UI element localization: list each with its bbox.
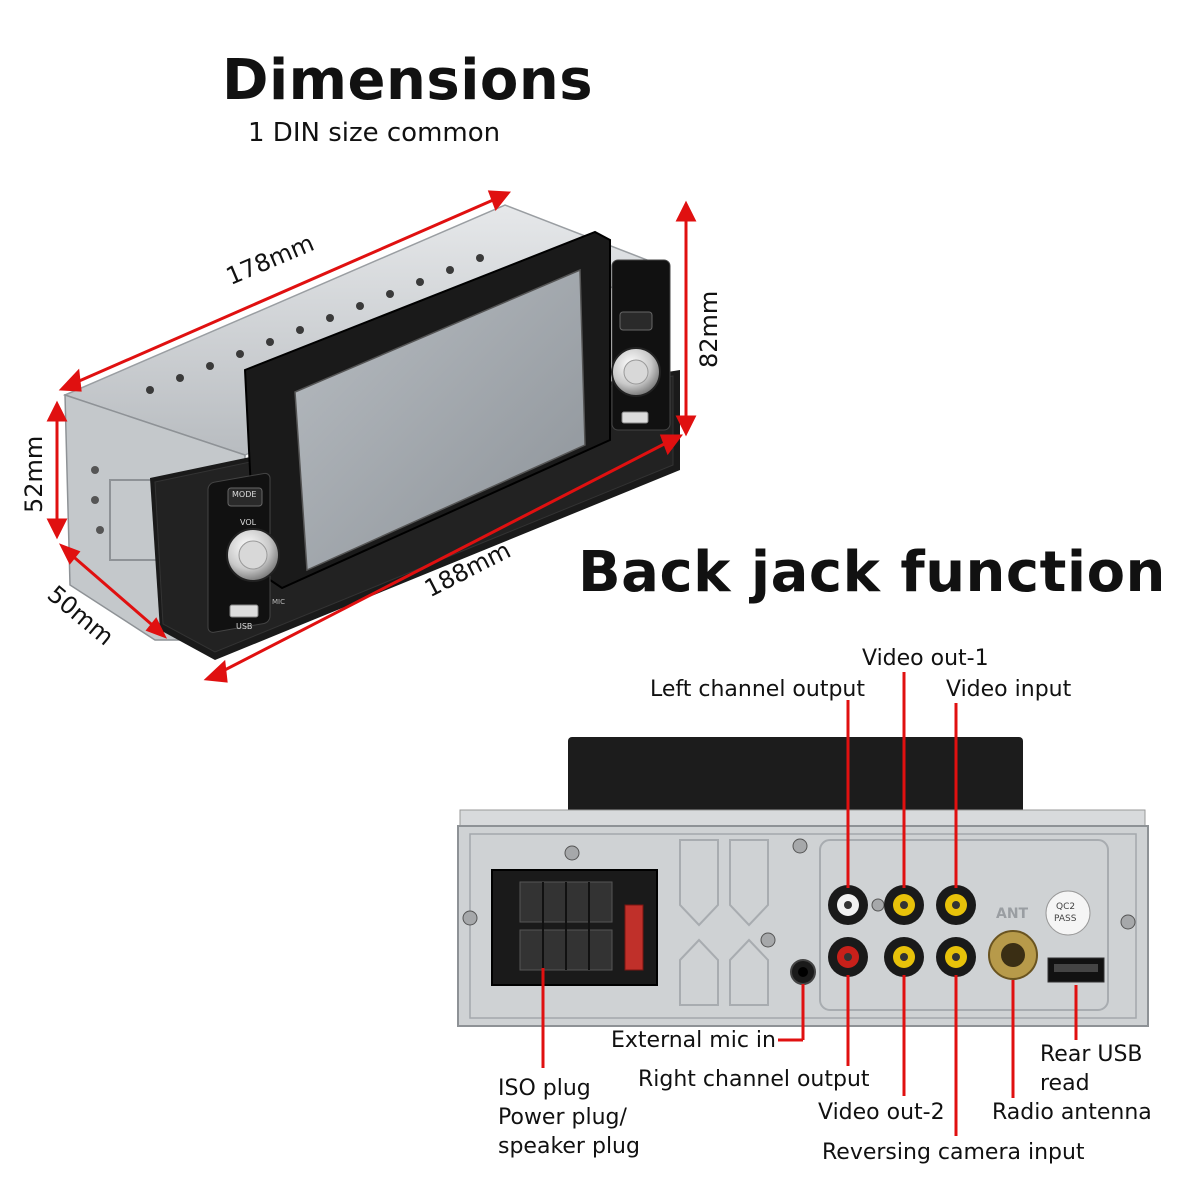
label-external-mic: External mic in [611,1028,776,1053]
fuse [624,904,644,971]
display-back [568,737,1023,822]
label-radio-antenna: Radio antenna [992,1100,1152,1125]
mode-label: MODE [232,490,257,499]
vol-label: VOL [240,518,257,527]
label-right-channel: Right channel output [638,1067,870,1092]
ant-label: ANT [996,906,1029,922]
rca-bottom-row [828,937,976,977]
usb-port-right [621,411,649,424]
label-iso-plug: ISO plug [498,1076,591,1101]
back-jack-title: Back jack function [578,540,1166,605]
qc-sticker [1045,890,1091,936]
usb-label-left: USB [236,622,253,631]
label-rear-usb: Rear USB [1040,1042,1143,1067]
mic-label-left: MIC [272,598,285,606]
dimensions-title: Dimensions [222,48,594,113]
label-rear-usb-read: read [1040,1071,1090,1096]
label-left-channel: Left channel output [650,677,865,702]
qc-label: QC2 [1056,902,1076,912]
label-speaker-plug: speaker plug [498,1134,640,1159]
rca-top-row [828,885,976,925]
dim-82mm: 82mm [695,290,723,368]
bt-button [619,311,653,331]
dimensions-subtitle: 1 DIN size common [248,118,501,148]
usb-port-left [229,604,259,618]
label-video-input: Video input [946,677,1072,702]
label-reversing-camera: Reversing camera input [822,1140,1085,1165]
mode-button [227,487,263,507]
dim-52mm: 52mm [20,435,48,513]
label-power-plug: Power plug/ [498,1105,627,1130]
label-video-out-2: Video out-2 [818,1100,945,1125]
label-video-out-1: Video out-1 [862,646,989,671]
display-screen [294,268,586,572]
pass-label: PASS [1054,914,1077,924]
